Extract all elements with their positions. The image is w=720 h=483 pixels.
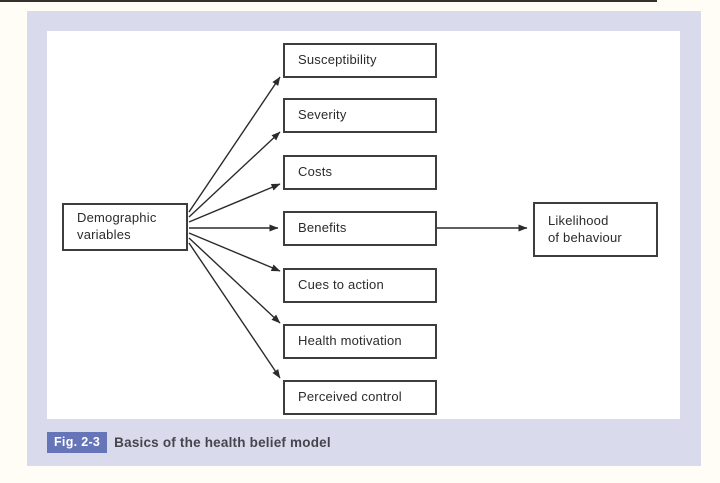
box-severity: Severity — [283, 98, 437, 133]
box-label: Severity — [298, 107, 347, 123]
figure-caption: Fig. 2-3 Basics of the health belief mod… — [47, 430, 667, 454]
box-cues-to-action: Cues to action — [283, 268, 437, 303]
box-label: Likelihood — [548, 212, 609, 228]
box-label: Susceptibility — [298, 52, 377, 68]
box-perceived-control: Perceived control — [283, 380, 437, 415]
figure-number-badge: Fig. 2-3 — [47, 431, 108, 453]
box-label: variables — [77, 227, 131, 242]
box-costs: Costs — [283, 155, 437, 190]
figure-caption-text: Basics of the health belief model — [114, 434, 331, 450]
box-demographic-variables: Demographic variables — [62, 203, 188, 251]
box-label: Demographic — [77, 210, 157, 226]
box-label: of behaviour — [548, 229, 622, 245]
box-likelihood-of-behaviour: Likelihood of behaviour — [533, 202, 658, 257]
box-susceptibility: Susceptibility — [283, 43, 437, 78]
box-label: Cues to action — [298, 277, 384, 293]
box-label: Health motivation — [298, 333, 402, 349]
box-label: Benefits — [298, 220, 347, 236]
page-edge-line — [0, 0, 657, 2]
box-label: Costs — [298, 164, 333, 180]
box-label: Perceived control — [298, 389, 402, 405]
box-benefits: Benefits — [283, 211, 437, 246]
box-health-motivation: Health motivation — [283, 324, 437, 359]
